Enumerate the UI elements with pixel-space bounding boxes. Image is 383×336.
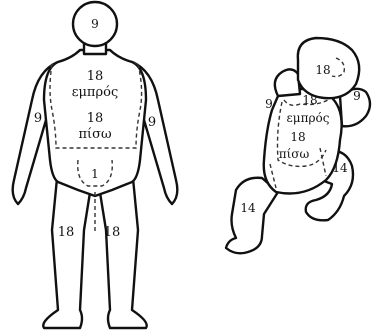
infant-left-leg (226, 178, 278, 254)
adult-head-value: 9 (91, 17, 99, 31)
adult-figure (13, 2, 178, 328)
adult-trunk-back-label: πίσω (78, 127, 111, 142)
adult-trunk-front-label: εμπρός (72, 85, 118, 100)
infant-right-arm-value: 9 (353, 89, 361, 103)
infant-trunk-back-value: 18 (290, 130, 305, 144)
adult-right-arm-value: 9 (148, 115, 156, 130)
adult-left-arm-value: 9 (34, 111, 42, 126)
infant-head-value: 18 (315, 63, 330, 77)
adult-left-leg-value: 18 (58, 225, 75, 240)
infant-left-leg-value: 14 (240, 201, 256, 215)
adult-genital-value: 1 (91, 167, 99, 181)
infant-trunk-front-value: 18 (302, 93, 317, 107)
infant-right-leg-value: 14 (332, 161, 348, 175)
adult-right-leg-value: 18 (104, 225, 121, 240)
adult-trunk-back-value: 18 (87, 111, 104, 126)
infant-trunk-front-label: εμπρός (287, 111, 330, 125)
adult-trunk-front-value: 18 (87, 69, 104, 84)
infant-trunk-back-label: πίσω (279, 147, 310, 161)
infant-left-arm-value: 9 (265, 97, 273, 111)
infant-figure (226, 38, 370, 253)
infant-left-arm (275, 69, 300, 96)
